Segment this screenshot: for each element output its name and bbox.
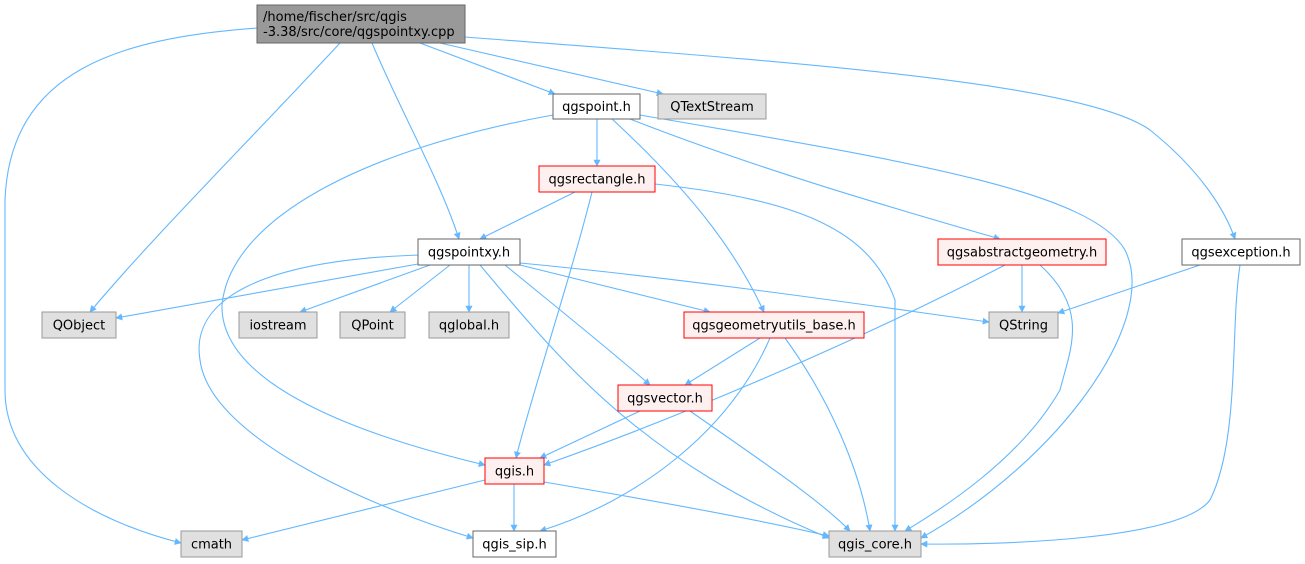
edge-qgsrectangle-to-qgis [514,191,593,459]
edge-qgspoint-to-qgsabstractgeometry [629,118,1001,241]
edge-qgsexception-to-qgis_core [920,264,1241,548]
edge-qgspointxy-to-qgis_core [479,264,830,539]
edge-qgsabstractgeometry-to-qgis_core [904,264,1073,532]
edge-qgspoint-to-qgis [221,114,554,467]
edge-qgspointxy-to-qgsvector [504,264,651,386]
node-qpoint: QPoint [339,311,406,339]
edge-qgsgeometryutils-to-qgis_core [784,337,873,532]
node-label: QTextStream [670,100,754,115]
node-qgsrectangle[interactable]: qgsrectangle.h [538,165,656,193]
edge-qgsgeometryutils-to-qgis_sip [539,337,771,533]
node-qgis_core: qgis_core.h [828,530,922,558]
edge-qgsvector-to-qgis_core [689,410,851,532]
edge-root-to-qgspoint [419,42,556,96]
edge-qgsgeometryutils-to-qgsvector [684,337,761,386]
node-label: qgspointxy.h [428,246,510,261]
edge-qgis-to-qgis_core [543,481,830,538]
edge-qgis-to-cmath [241,479,486,542]
node-qgsvector[interactable]: qgsvector.h [617,384,713,412]
node-label: iostream [249,319,306,334]
node-label: qgsexception.h [1191,246,1290,261]
edge-root-to-qtextstream [439,42,664,97]
node-qobject: QObject [41,311,117,339]
node-qgsabstractgeometry[interactable]: qgsabstractgeometry.h [937,238,1107,266]
node-qgspoint[interactable]: qgspoint.h [552,93,641,120]
node-root[interactable]: /home/fischer/src/qgis-3.38/src/core/qgs… [256,4,466,44]
edge-root-to-qgsexception [464,36,1237,240]
edge-root-to-qgspointxy [371,42,461,240]
node-label: qgsgeometryutils_base.h [692,319,855,334]
node-qgis_sip[interactable]: qgis_sip.h [472,530,557,558]
edge-qgspointxy-to-qstring [519,262,990,325]
node-label: qgspoint.h [562,100,631,115]
node-cmath: cmath [180,530,243,558]
edge-qgspoint-to-qgsgeometryutils [611,118,765,313]
node-qgsexception[interactable]: qgsexception.h [1181,238,1301,266]
node-label: qglobal.h [439,319,499,334]
node-label: QPoint [351,319,394,334]
edge-qgspointxy-to-qgsgeometryutils [519,264,711,314]
edge-qgspointxy-to-qgis_sip [198,254,474,540]
node-qgis[interactable]: qgis.h [484,457,545,485]
edge-qgspointxy-to-iostream [299,264,431,314]
edge-qgsrectangle-to-qgspointxy [479,191,576,240]
node-iostream: iostream [238,311,318,339]
node-label: qgsrectangle.h [548,173,645,188]
edge-qgsabstractgeometry-to-qgis [543,264,1006,467]
node-qtextstream: QTextStream [657,93,767,120]
edge-qgsexception-to-qstring [1057,264,1201,315]
edge-qgsrectangle-to-qgis_core [654,183,899,532]
node-label: qgis_core.h [838,538,912,553]
node-label: QString [999,319,1048,334]
node-label: qgis_sip.h [482,538,546,553]
edge-qgspoint-to-qgis_core [639,114,1133,539]
node-label: cmath [191,538,232,553]
node-qglobal: qglobal.h [428,311,510,339]
node-label: qgsvector.h [627,392,703,407]
edge-qgsvector-to-qgis [539,410,641,459]
node-qgsgeometryutils[interactable]: qgsgeometryutils_base.h [683,311,865,339]
edge-root-to-cmath [4,27,259,545]
edge-root-to-qobject [89,42,341,313]
edge-layer [4,27,1241,548]
node-label: QObject [53,319,106,334]
node-qgspointxy[interactable]: qgspointxy.h [417,238,521,266]
edge-qgspointxy-to-qobject [115,263,419,321]
node-label: /home/fischer/src/qgis [263,10,407,25]
node-qstring: QString [988,311,1059,339]
node-layer: /home/fischer/src/qgis-3.38/src/core/qgs… [41,4,1301,558]
node-label: -3.38/src/core/qgspointxy.cpp [263,25,455,40]
edge-qgspointxy-to-qpoint [389,264,451,313]
node-label: qgsabstractgeometry.h [947,246,1097,261]
node-label: qgis.h [495,465,534,480]
